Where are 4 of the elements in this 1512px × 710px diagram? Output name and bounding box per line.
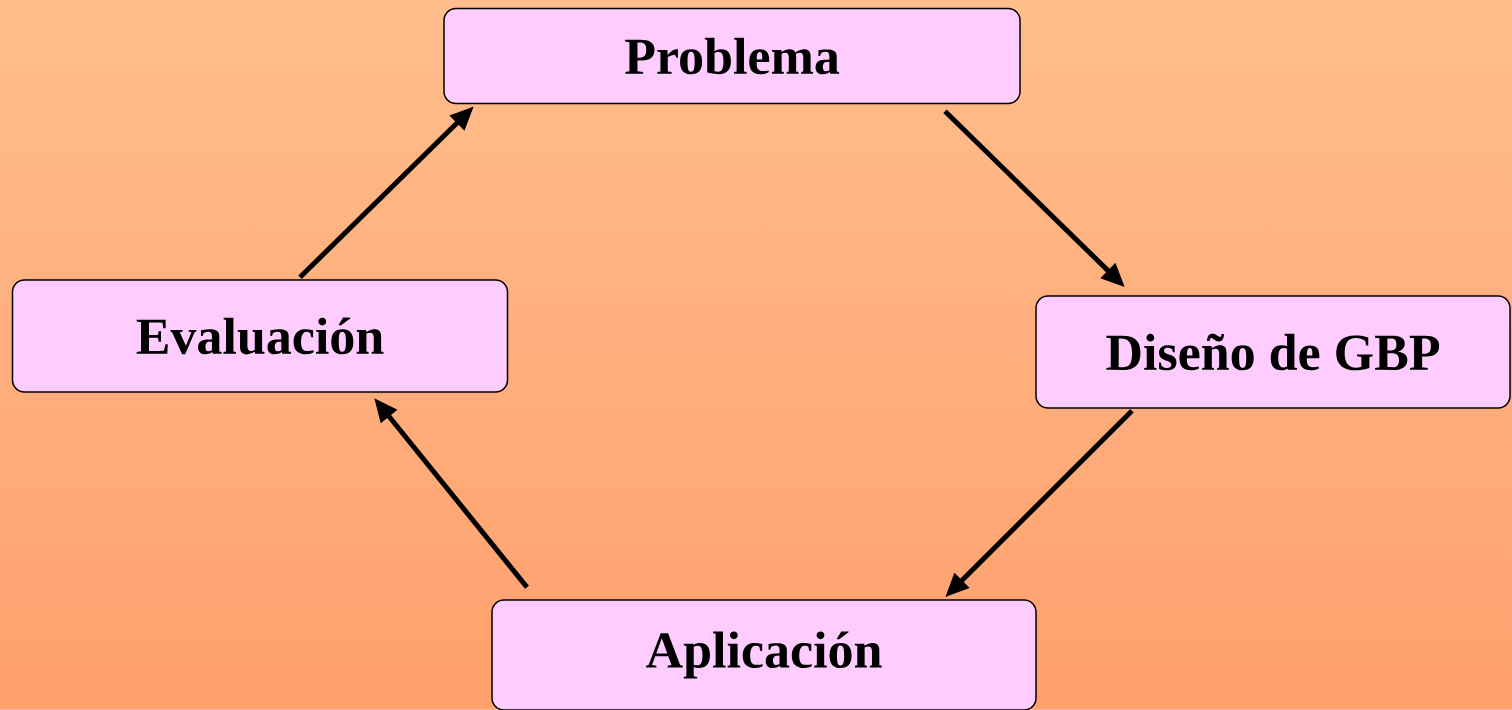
process-box: Evaluación: [11, 279, 509, 393]
process-box: Diseño de GBP: [1035, 295, 1511, 409]
process-box: Problema: [443, 7, 1021, 105]
process-box: Aplicación: [491, 599, 1037, 710]
